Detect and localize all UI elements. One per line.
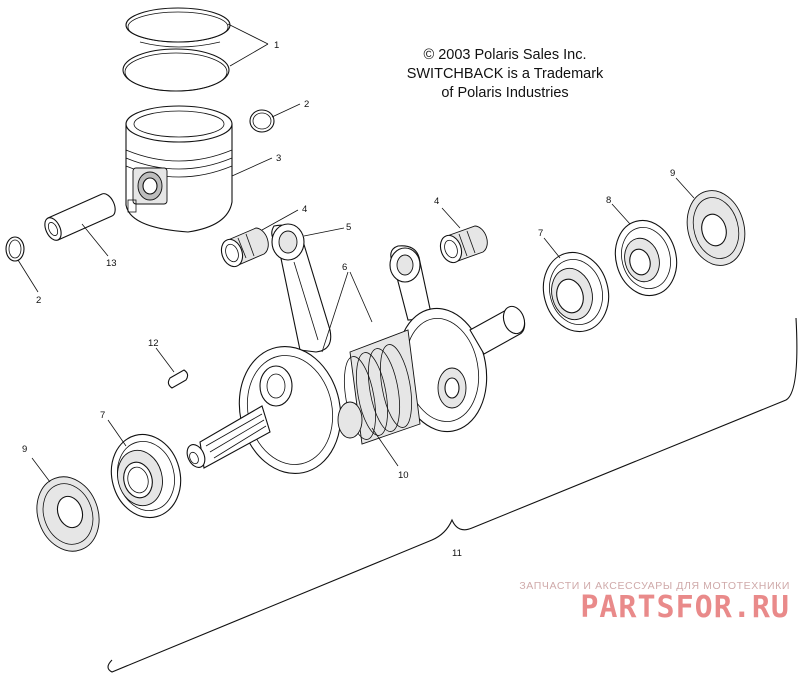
callout-2-left: 2 bbox=[36, 295, 41, 306]
copyright-line-3: of Polaris Industries bbox=[441, 85, 569, 101]
seal-right bbox=[686, 190, 746, 266]
connecting-rod-left bbox=[271, 223, 332, 353]
callout-3: 3 bbox=[276, 153, 281, 164]
piston bbox=[125, 105, 233, 233]
callout-4-left: 4 bbox=[302, 204, 307, 215]
copyright-notice: © 2003 Polaris Sales Inc. SWITCHBACK is … bbox=[340, 46, 670, 103]
watermark-tagline: ЗАПЧАСТИ И АКСЕССУАРЫ ДЛЯ МОТОТЕХНИКИ bbox=[519, 580, 790, 592]
callout-9-left: 9 bbox=[22, 444, 27, 455]
callout-7-right: 7 bbox=[538, 228, 543, 239]
copyright-line-1: © 2003 Polaris Sales Inc. bbox=[423, 47, 587, 63]
circlip-top bbox=[249, 109, 275, 133]
crankshaft bbox=[186, 305, 526, 475]
piston-rings bbox=[122, 7, 231, 92]
callout-8: 8 bbox=[606, 195, 611, 206]
callout-11: 11 bbox=[452, 548, 462, 559]
watermark-logo: PARTSFOR.RU bbox=[580, 590, 790, 625]
callout-1: 1 bbox=[274, 40, 279, 51]
callout-2-top: 2 bbox=[304, 99, 309, 110]
copyright-line-2: SWITCHBACK is a Trademark bbox=[406, 66, 604, 82]
bearing-right-mid bbox=[614, 219, 678, 297]
callout-4-right: 4 bbox=[434, 196, 439, 207]
connecting-rod-right bbox=[389, 245, 433, 321]
ball-bearing-right bbox=[542, 251, 610, 333]
woodruff-key bbox=[167, 369, 189, 389]
ball-bearing-left bbox=[110, 433, 182, 519]
callout-9-right: 9 bbox=[670, 168, 675, 179]
callout-13: 13 bbox=[106, 258, 117, 269]
callout-10: 10 bbox=[398, 470, 409, 481]
callout-7-left: 7 bbox=[100, 410, 105, 421]
assembly-bracket bbox=[107, 317, 798, 673]
wrist-pin bbox=[44, 193, 116, 241]
callout-5: 5 bbox=[346, 222, 351, 233]
callout-12: 12 bbox=[148, 338, 159, 349]
circlip-left bbox=[5, 236, 25, 262]
callout-6: 6 bbox=[342, 262, 347, 273]
needle-bearing-right bbox=[439, 225, 488, 264]
seal-left bbox=[36, 476, 100, 552]
needle-bearing-left bbox=[220, 227, 269, 268]
